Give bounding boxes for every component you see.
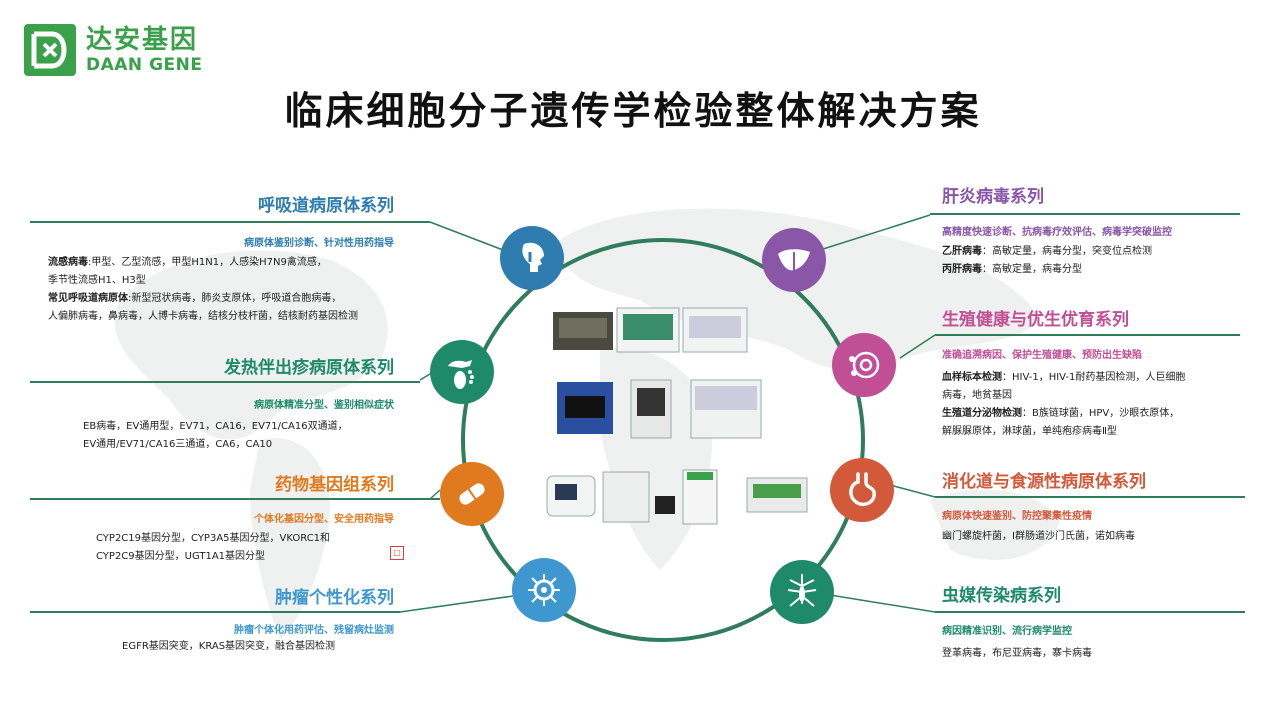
line-text: ：B族链球菌，HPV，沙眼衣原体， [1022,408,1180,419]
brand-logo: 达安基因 DAAN GENE [22,22,202,78]
drug-circle [440,462,504,526]
digestive-circle [830,458,894,522]
line-text: 登革病毒，布尼亚病毒，寨卡病毒 [942,648,1092,659]
section-title-respiratory: 呼吸道病原体系列 [258,196,394,216]
line-label: 生殖道分泌物检测 [942,408,1022,419]
section-subtitle-digestive: 病原体快速鉴别、防控聚集性疫情 [942,511,1092,522]
instrument-row-3 [546,469,808,525]
instrument-row-2 [557,379,762,439]
ovum-icon [849,351,880,379]
line-text: EB病毒，EV通用型，EV71，CA16，EV71/CA16双通道， [83,421,348,432]
section-subtitle-respiratory: 病原体鉴别诊断、针对性用药指导 [244,238,394,249]
throat-icon [522,242,544,272]
liver-circle [762,228,826,292]
divider-fever [30,381,420,383]
line-text: 季节性流感H1、H3型 [48,275,146,286]
divider-tumor [30,611,400,613]
line-label: 乙肝病毒 [942,246,982,257]
small-marker-icon: □ [390,546,404,560]
divider-vector [935,611,1245,613]
section-title-reproductive: 生殖健康与优生优育系列 [942,310,1129,330]
line-label: 丙肝病毒 [942,264,982,275]
line-text: 病毒，地贫基因 [942,390,1012,401]
cell-icon [528,574,560,606]
line-label: 常见呼吸道病原体 [48,293,128,304]
line-text: 幽门螺旋杆菌，Ⅰ群肠道沙门氏菌，诺如病毒 [942,531,1135,542]
stomach-icon [849,472,876,507]
tumor-circle [512,558,576,622]
section-body-fever: EB病毒，EV通用型，EV71，CA16，EV71/CA16双通道， EV通用/… [83,418,348,454]
section-subtitle-fever: 病原体精准分型、鉴别相似症状 [254,400,394,411]
hand-foot-icon [448,360,474,389]
section-body-respiratory: 流感病毒:甲型、乙型流感，甲型H1N1，人感染H7N9禽流感， 季节性流感H1、… [48,254,358,326]
line-label: 血样标本检测 [942,372,1002,383]
liver-icon [778,249,810,271]
line-text: CYP2C9基因分型，UGT1A1基因分型 [96,551,266,562]
vector-circle [770,560,834,624]
section-title-drug: 药物基因组系列 [275,475,394,495]
line-text: EGFR基因突变，KRAS基因突变，融合基因检测 [122,641,336,652]
section-body-liver: 乙肝病毒：高敏定量，病毒分型，突变位点检测 丙肝病毒：高敏定量，病毒分型 [942,243,1152,279]
line-text: 人偏肺病毒，鼻病毒，人博卡病毒，结核分枝杆菌，结核耐药基因检测 [48,311,358,322]
pill-icon [459,483,485,505]
line-text: EV通用/EV71/CA16三通道，CA6，CA10 [83,439,273,450]
line-text: 解脲脲原体，淋球菌，单纯疱疹病毒Ⅱ型 [942,426,1117,437]
line-text: ：HIV-1，HIV-1耐药基因检测，人巨细胞 [1002,372,1186,383]
section-subtitle-liver: 高精度快速诊断、抗病毒疗效评估、病毒学突破监控 [942,227,1172,238]
section-body-drug: CYP2C19基因分型，CYP3A5基因分型，VKORC1和 CYP2C9基因分… [96,530,330,566]
page-title: 临床细胞分子遗传学检验整体解决方案 [284,89,982,133]
brand-name-cn: 达安基因 [86,25,199,55]
section-title-vector: 虫媒传染病系列 [942,586,1061,606]
section-title-digestive: 消化道与食源性病原体系列 [942,472,1146,492]
daan-logo-icon [24,24,76,76]
brand-text: 达安基因 DAAN GENE [86,25,202,75]
divider-liver [930,213,1240,215]
line-text: CYP2C19基因分型，CYP3A5基因分型，VKORC1和 [96,533,331,544]
section-body-reproductive: 血样标本检测：HIV-1，HIV-1耐药基因检测，人巨细胞 病毒，地贫基因 生殖… [942,369,1185,441]
divider-drug [30,498,440,500]
mosquito-icon [787,574,817,607]
line-text: :新型冠状病毒，肺炎支原体，呼吸道合胞病毒， [128,293,342,304]
section-title-tumor: 肿瘤个性化系列 [275,588,394,608]
instrument-cluster [546,307,808,525]
section-subtitle-vector: 病因精准识别、流行病学监控 [942,626,1072,637]
instrument-row-1 [553,307,748,353]
section-body-tumor: EGFR基因突变，KRAS基因突变，融合基因检测 [122,638,335,656]
line-text: ：高敏定量，病毒分型，突变位点检测 [982,246,1152,257]
respiratory-circle [500,226,564,290]
divider-digestive [935,496,1245,498]
brand-name-en: DAAN GENE [86,55,203,75]
divider-reproductive [935,334,1240,336]
section-title-liver: 肝炎病毒系列 [942,187,1044,207]
section-subtitle-tumor: 肿瘤个体化用药评估、残留病灶监测 [234,625,394,636]
section-subtitle-drug: 个体化基因分型、安全用药指导 [254,514,394,525]
line-label: 流感病毒 [48,257,88,268]
section-body-vector: 登革病毒，布尼亚病毒，寨卡病毒 [942,645,1092,663]
section-subtitle-reproductive: 准确追溯病因、保护生殖健康、预防出生缺陷 [942,350,1142,361]
section-title-fever: 发热伴出疹病原体系列 [224,358,394,378]
line-text: :甲型、乙型流感，甲型H1N1，人感染H7N9禽流感， [88,257,327,268]
reproductive-circle [832,333,896,397]
section-body-digestive: 幽门螺旋杆菌，Ⅰ群肠道沙门氏菌，诺如病毒 [942,528,1135,546]
fever-circle [430,340,494,404]
line-text: ：高敏定量，病毒分型 [982,264,1082,275]
divider-respiratory [30,221,430,223]
